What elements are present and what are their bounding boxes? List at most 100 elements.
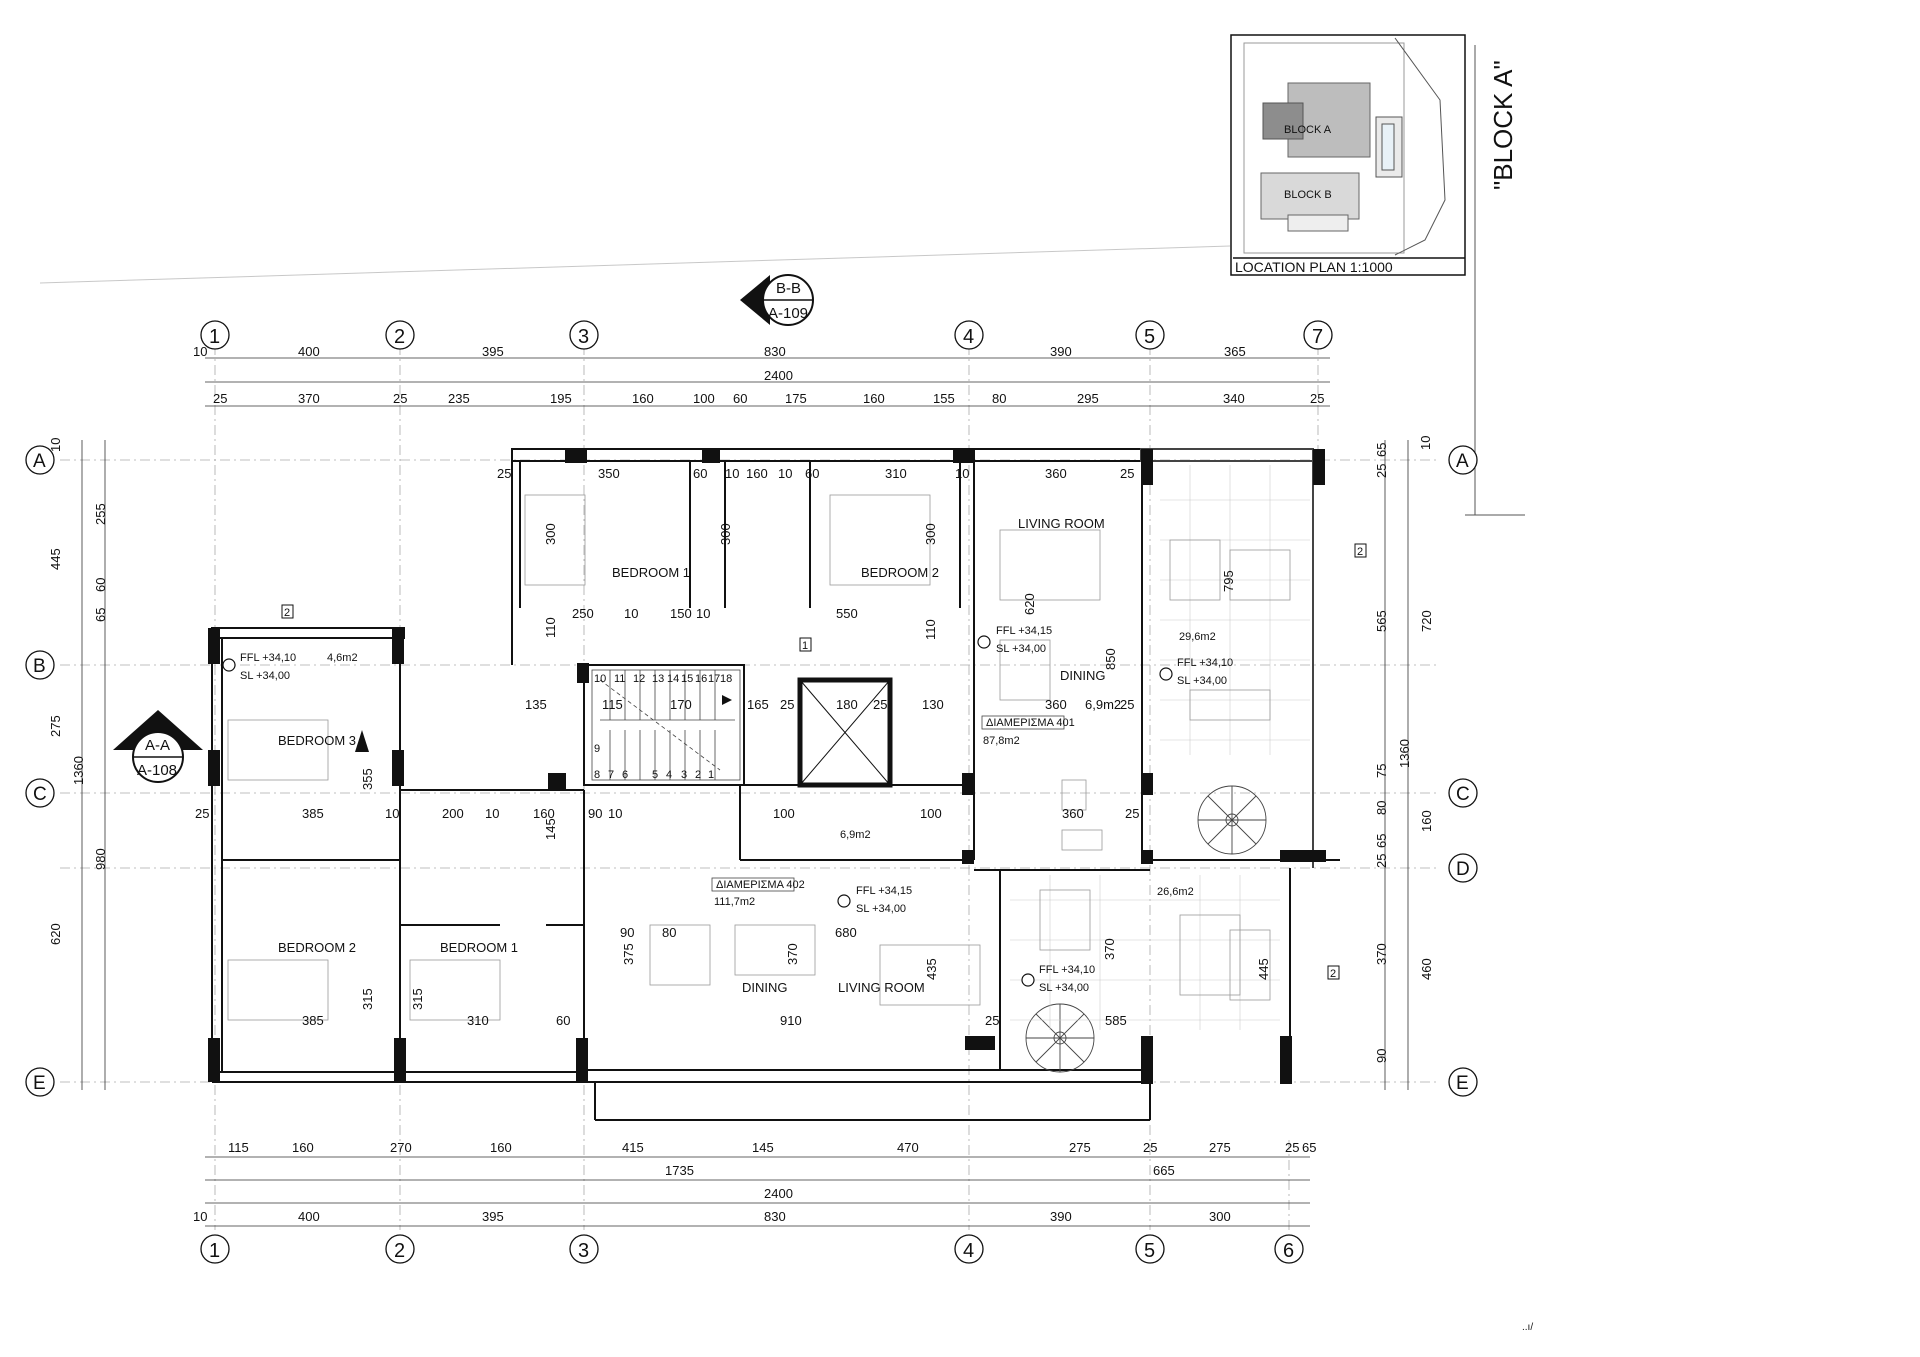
room-label: BEDROOM 1 xyxy=(440,940,518,955)
dim-text: 375 xyxy=(621,943,636,965)
level-marker-icon xyxy=(977,635,991,649)
level-ffl: FFL +34,10 xyxy=(1039,964,1095,976)
dim-text: 160 xyxy=(533,806,555,821)
building-walls xyxy=(211,448,1340,1121)
dim-text: 270 xyxy=(390,1140,412,1155)
dim-text: 165 xyxy=(747,697,769,712)
level-sl: SL +34,00 xyxy=(1039,982,1089,994)
dim-text: 275 xyxy=(1209,1140,1231,1155)
dim-text: 145 xyxy=(752,1140,774,1155)
stair-step-number: 14 xyxy=(667,673,679,685)
dim-text: 135 xyxy=(525,697,547,712)
room-label: BEDROOM 1 xyxy=(612,565,690,580)
dim-text: 310 xyxy=(467,1013,489,1028)
dim-text: 250 xyxy=(572,606,594,621)
location-plan-caption: LOCATION PLAN 1:1000 xyxy=(1235,259,1393,275)
dim-text: 300 xyxy=(718,523,733,545)
dim-text: 980 xyxy=(93,848,108,870)
dim-text: 110 xyxy=(923,619,938,640)
footnote: ..ı/ xyxy=(1522,1322,1533,1333)
dim-text: 130 xyxy=(922,697,944,712)
dim-text: 300 xyxy=(923,523,938,545)
dim-text: 10 xyxy=(725,466,739,481)
dim-text: 415 xyxy=(622,1140,644,1155)
dim-text: 370 xyxy=(1102,938,1117,960)
top-dimension-lines xyxy=(205,357,1330,407)
grid-bottom-label: 5 xyxy=(1144,1240,1155,1262)
dim-text: 10 xyxy=(385,806,399,821)
stair-step-number: 17 xyxy=(708,673,720,685)
dim-text: 1735 xyxy=(665,1163,694,1178)
dim-text: 355 xyxy=(360,768,375,790)
dim-text: 470 xyxy=(897,1140,919,1155)
grid-row-label: C xyxy=(33,784,47,805)
dim-text: 910 xyxy=(780,1013,802,1028)
dim-text: 295 xyxy=(1077,391,1099,406)
room-label: DINING xyxy=(742,980,788,995)
grid-row-label: B xyxy=(33,656,46,677)
dim-text: 10 xyxy=(193,1209,207,1224)
section-marker-aa: A-A A-108 xyxy=(113,710,203,783)
location-block-b-label: BLOCK B xyxy=(1284,189,1332,201)
columns xyxy=(208,449,1326,1084)
location-plan: BLOCK A BLOCK B LOCATION PLAN 1:1000 xyxy=(1230,34,1466,276)
dim-text: 1360 xyxy=(1397,739,1412,768)
level-marker-icon xyxy=(1159,667,1173,681)
apartment-area: 111,7m2 xyxy=(714,896,755,908)
dim-text: 60 xyxy=(805,466,819,481)
top-dimensions: 10 400 395 830 390 365 2400 25 370 25 23… xyxy=(193,344,1324,406)
dim-text: 10 xyxy=(955,466,969,481)
callout-number: 2 xyxy=(1330,968,1336,980)
level-marker-icon xyxy=(1021,973,1035,987)
location-block-a-label: BLOCK A xyxy=(1284,124,1332,136)
dim-text: 25 xyxy=(1120,466,1134,481)
dim-text: 25 xyxy=(985,1013,999,1028)
dim-text: 390 xyxy=(1050,344,1072,359)
dim-text: 110 xyxy=(543,617,558,638)
dim-text: 10 xyxy=(193,344,207,359)
stair-step-number: 13 xyxy=(652,673,664,685)
dim-text: 160 xyxy=(1419,810,1434,832)
dim-text: 80 xyxy=(1374,801,1389,815)
dim-text: 315 xyxy=(360,988,375,1010)
dim-text: 360 xyxy=(1045,697,1067,712)
grid-row-label: E xyxy=(1456,1073,1469,1094)
stair-step-number: 9 xyxy=(594,743,600,755)
dim-text: 25 xyxy=(1374,854,1389,868)
grid-row-label: E xyxy=(33,1073,46,1094)
dim-text: 25 xyxy=(1310,391,1324,406)
dim-text: 795 xyxy=(1221,570,1236,592)
dim-text: 550 xyxy=(836,606,858,621)
dim-text: 25 xyxy=(497,466,511,481)
level-ffl: FFL +34,10 xyxy=(1177,657,1233,669)
dim-text: 850 xyxy=(1103,648,1118,670)
stair-step-number: 7 xyxy=(608,769,614,781)
stair-step-number: 11 xyxy=(614,673,625,685)
stair-step-number: 4 xyxy=(666,769,672,781)
dim-text: 360 xyxy=(1045,466,1067,481)
grid-row-label: C xyxy=(1456,784,1470,805)
grid-top-label: 1 xyxy=(209,326,220,348)
dim-text: 300 xyxy=(543,523,558,545)
dim-text: 25 xyxy=(873,697,887,712)
dim-text: 25 xyxy=(393,391,407,406)
dim-text: 25 xyxy=(1285,1140,1299,1155)
dim-text: 565 xyxy=(1374,610,1389,632)
grid-row-label: A xyxy=(1456,451,1469,472)
furniture xyxy=(227,494,1291,1021)
dim-text: 10 xyxy=(696,606,710,621)
dim-text: 395 xyxy=(482,1209,504,1224)
dim-text: 60 xyxy=(693,466,707,481)
dim-text: 1360 xyxy=(71,756,86,785)
dim-text: 350 xyxy=(598,466,620,481)
block-title: "BLOCK A" xyxy=(1488,60,1518,190)
level-marker-icon xyxy=(222,658,236,672)
apartment-name: ΔΙΑΜΕΡΙΣΜΑ 402 xyxy=(716,879,805,891)
area-label: 6,9m2 xyxy=(840,829,871,841)
right-dimension-lines xyxy=(1384,440,1409,1090)
right-dimensions: 10 25 65 565 720 1360 75 80 160 25 65 37… xyxy=(1374,436,1434,1063)
dim-text: 620 xyxy=(48,923,63,945)
dim-text: 275 xyxy=(48,715,63,737)
level-sl: SL +34,00 xyxy=(996,643,1046,655)
stair-step-number: 6 xyxy=(622,769,628,781)
